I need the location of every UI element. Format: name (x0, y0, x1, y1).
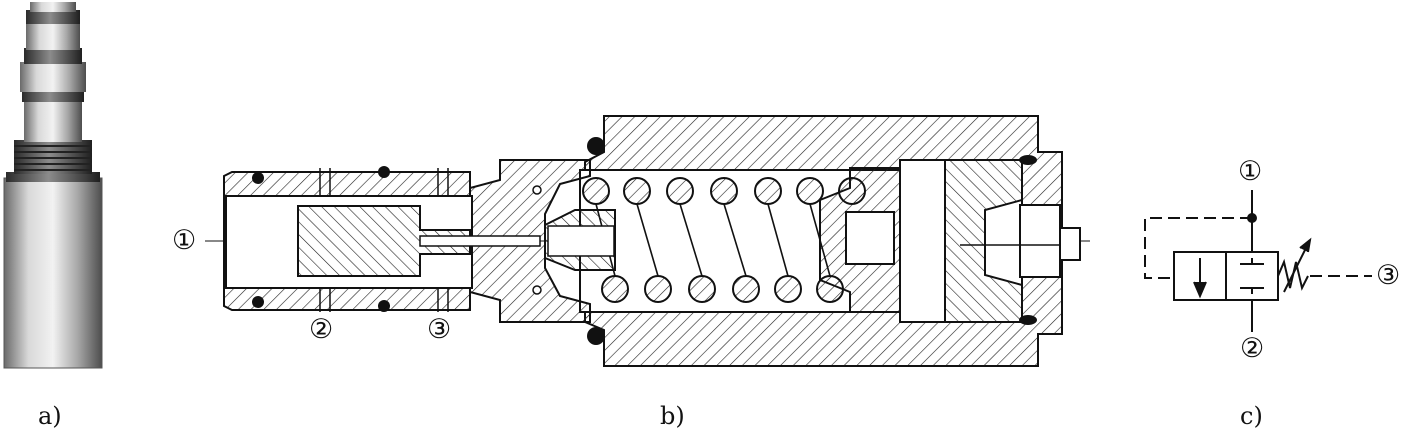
section-port-2-label: ② (309, 314, 334, 345)
adjusting-nut (944, 159, 1023, 323)
valve-section (205, 115, 1090, 367)
valve-photo (3, 2, 103, 369)
symbol-port-2-label: ② (1240, 333, 1265, 364)
spool (297, 205, 471, 277)
o-rings (252, 137, 1037, 345)
section-port-3-label: ③ (427, 314, 452, 345)
caption-a: a) (38, 402, 62, 430)
caption-c: c) (1240, 402, 1263, 430)
symbol-port-3-label: ③ (1376, 260, 1401, 291)
symbol-port-1-label: ① (1238, 156, 1263, 187)
spring (582, 177, 866, 303)
section-port-1-label: ① (172, 225, 197, 256)
caption-b: b) (660, 402, 685, 430)
hydraulic-symbol (1144, 190, 1372, 332)
